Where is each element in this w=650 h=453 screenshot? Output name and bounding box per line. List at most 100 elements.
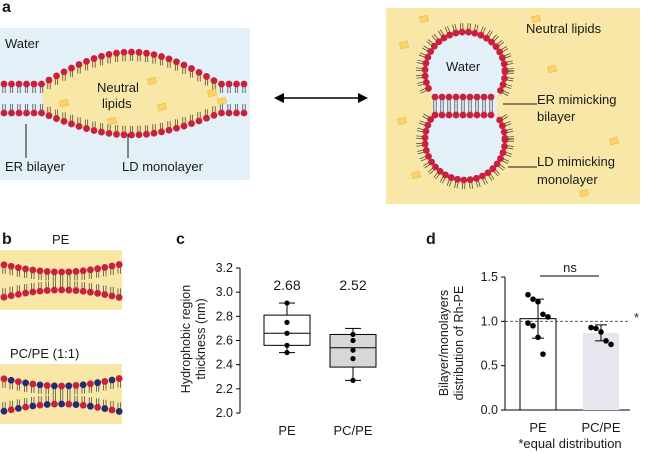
lipid-headgroup: [7, 406, 15, 414]
lipid-headgroup: [435, 38, 443, 46]
lipid-headgroup: [496, 116, 504, 124]
c-category-pe: PE: [278, 423, 296, 438]
lipid-crystal: [146, 76, 158, 86]
lipid-headgroup: [53, 115, 60, 122]
d-point: [603, 338, 609, 344]
lipid-headgroup: [422, 59, 430, 67]
lipid-headgroup: [424, 53, 432, 61]
lipid-headgroup: [36, 267, 44, 275]
lipid-headgroup: [471, 29, 479, 37]
lipid-headgroup: [15, 264, 22, 272]
lipid-headgroup: [428, 158, 435, 166]
lipid-headgroup: [15, 109, 23, 117]
d-footnote: *equal distribution: [518, 436, 621, 451]
label-pe: PE: [52, 232, 70, 247]
d-point: [525, 291, 531, 298]
lipid-crystal: [410, 170, 422, 180]
lipid-headgroup: [113, 49, 120, 57]
lipid-headgroup: [128, 131, 135, 139]
lipid-headgroup: [98, 52, 105, 60]
d-ylabel-1: Bilayer/monolayers: [437, 290, 451, 396]
lipid-headgroup: [240, 109, 248, 117]
lipid-headgroup: [496, 48, 504, 56]
lipid-headgroup: [180, 61, 188, 69]
lipid-headgroup: [23, 109, 30, 117]
lipid-headgroup: [115, 375, 123, 382]
lipid-headgroup: [150, 129, 158, 137]
label-neutral-lipids-2: lipids: [102, 96, 132, 111]
lipid-crystal: [206, 88, 218, 98]
lipid-headgroup: [440, 34, 448, 42]
pe-membrane: [0, 250, 123, 310]
water-droplet-top: [425, 32, 505, 112]
lipid-headgroup: [83, 125, 90, 132]
lipid-headgroup: [113, 130, 120, 138]
lipid-headgroup: [473, 111, 481, 119]
lipid-headgroup: [72, 382, 80, 389]
lipid-headgroup: [240, 80, 248, 88]
lipid-headgroup: [53, 72, 60, 80]
lipid-headgroup: [180, 122, 188, 130]
lipid-headgroup: [488, 38, 496, 46]
lipid-headgroup: [83, 57, 90, 65]
lipid-headgroup: [43, 268, 51, 275]
lipid-headgroup: [473, 93, 481, 101]
lipid-headgroup: [497, 87, 504, 94]
lipid-headgroup: [72, 401, 80, 408]
lipid-headgroup: [452, 93, 460, 101]
lipid-headgroup: [210, 111, 218, 119]
equivalence-arrow: [274, 93, 368, 103]
lipid-headgroup: [45, 112, 53, 120]
lipid-headgroup: [30, 109, 38, 117]
lipid-headgroup: [452, 111, 460, 119]
lipid-headgroup: [15, 404, 22, 412]
lipid-headgroup: [438, 111, 446, 119]
bilayer-gap: [433, 96, 497, 116]
label-pcpe: PC/PE (1:1): [10, 346, 79, 361]
lipid-headgroup: [173, 58, 180, 66]
label-water: Water: [5, 36, 40, 51]
c-ytick-label: 2.6: [216, 334, 233, 348]
lipid-headgroup: [87, 380, 94, 388]
d-significance: ns: [563, 260, 577, 275]
lipid-headgroup: [203, 73, 210, 80]
lipid-headgroup: [0, 407, 8, 415]
lipid-headgroup: [487, 93, 495, 101]
lipid-headgroup: [225, 80, 233, 88]
d-point: [540, 351, 546, 357]
lipid-headgroup: [497, 155, 504, 162]
lipid-headgroup: [51, 268, 58, 276]
lipid-headgroup: [459, 93, 467, 101]
lipid-headgroup: [431, 93, 439, 101]
lipid-headgroup: [165, 126, 173, 134]
lipid-headgroup: [431, 111, 439, 119]
c-ytick-label: 2.8: [216, 309, 233, 323]
lipid-headgroup: [498, 54, 506, 62]
panel-letter-d: d: [426, 231, 436, 248]
d-category-pe: PE: [529, 420, 547, 435]
lipid-headgroup: [218, 80, 225, 88]
lipid-headgroup: [447, 174, 455, 181]
lipid-headgroup: [58, 400, 65, 408]
lipid-crystal: [156, 102, 168, 112]
lipid-headgroup: [479, 172, 486, 180]
c-point: [284, 342, 290, 348]
lipid-headgroup: [90, 55, 98, 62]
lipid-headgroup: [65, 400, 73, 408]
lipid-headgroup: [501, 142, 508, 150]
lipid-crystal: [396, 116, 408, 126]
lipid-headgroup: [115, 408, 123, 415]
label-er-bilayer: ER bilayer: [5, 159, 66, 174]
lipid-headgroup: [500, 128, 508, 136]
d-ylabel-2: distribution of Rh-PE: [452, 286, 466, 401]
c-ytick-label: 2.4: [216, 358, 233, 372]
lipid-headgroup: [425, 84, 432, 92]
lipid-headgroup: [101, 291, 109, 298]
lipid-headgroup: [120, 131, 128, 139]
lipid-headgroup: [29, 380, 37, 388]
lipid-headgroup: [173, 124, 180, 132]
c-point: [284, 349, 290, 356]
label-water-right: Water: [446, 59, 481, 74]
lipid-headgroup: [135, 131, 143, 139]
membrane-bg: [0, 250, 122, 310]
